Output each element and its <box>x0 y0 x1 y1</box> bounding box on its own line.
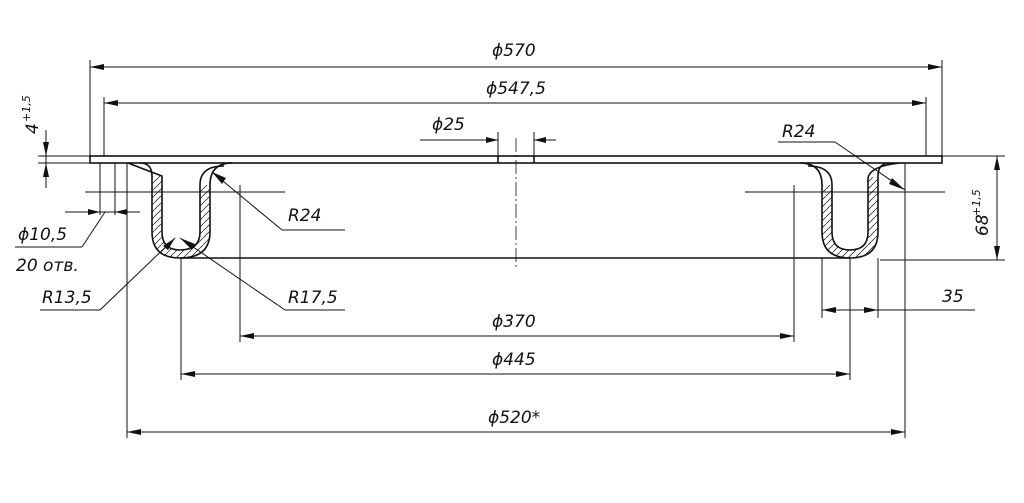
label-t4: 4 <box>23 123 43 134</box>
label-d25: ϕ25 <box>432 115 465 135</box>
part-section <box>89 155 943 259</box>
label-h68: 68 <box>973 214 993 236</box>
label-d370: ϕ370 <box>492 312 536 332</box>
dimension-labels: ϕ570 ϕ547,5 ϕ25 R24 R24 ϕ10,5 20 отв. R1… <box>16 41 993 428</box>
label-t4-tol: +1,5 <box>20 95 33 122</box>
label-w35: 35 <box>942 287 964 307</box>
label-d10: ϕ10,5 <box>18 225 67 245</box>
label-d520: ϕ520* <box>488 408 540 428</box>
label-d547: ϕ547,5 <box>486 79 546 99</box>
label-h68-tol: +1,5 <box>970 189 983 216</box>
label-r13: R13,5 <box>42 288 92 308</box>
label-r17: R17,5 <box>288 288 338 308</box>
label-d570: ϕ570 <box>492 41 536 61</box>
label-holes: 20 отв. <box>16 256 79 276</box>
extension-lines <box>38 60 1005 438</box>
label-r24-right: R24 <box>782 122 815 142</box>
dimension-lines <box>15 64 1000 435</box>
label-r24-left: R24 <box>288 206 321 226</box>
label-d445: ϕ445 <box>492 350 536 370</box>
